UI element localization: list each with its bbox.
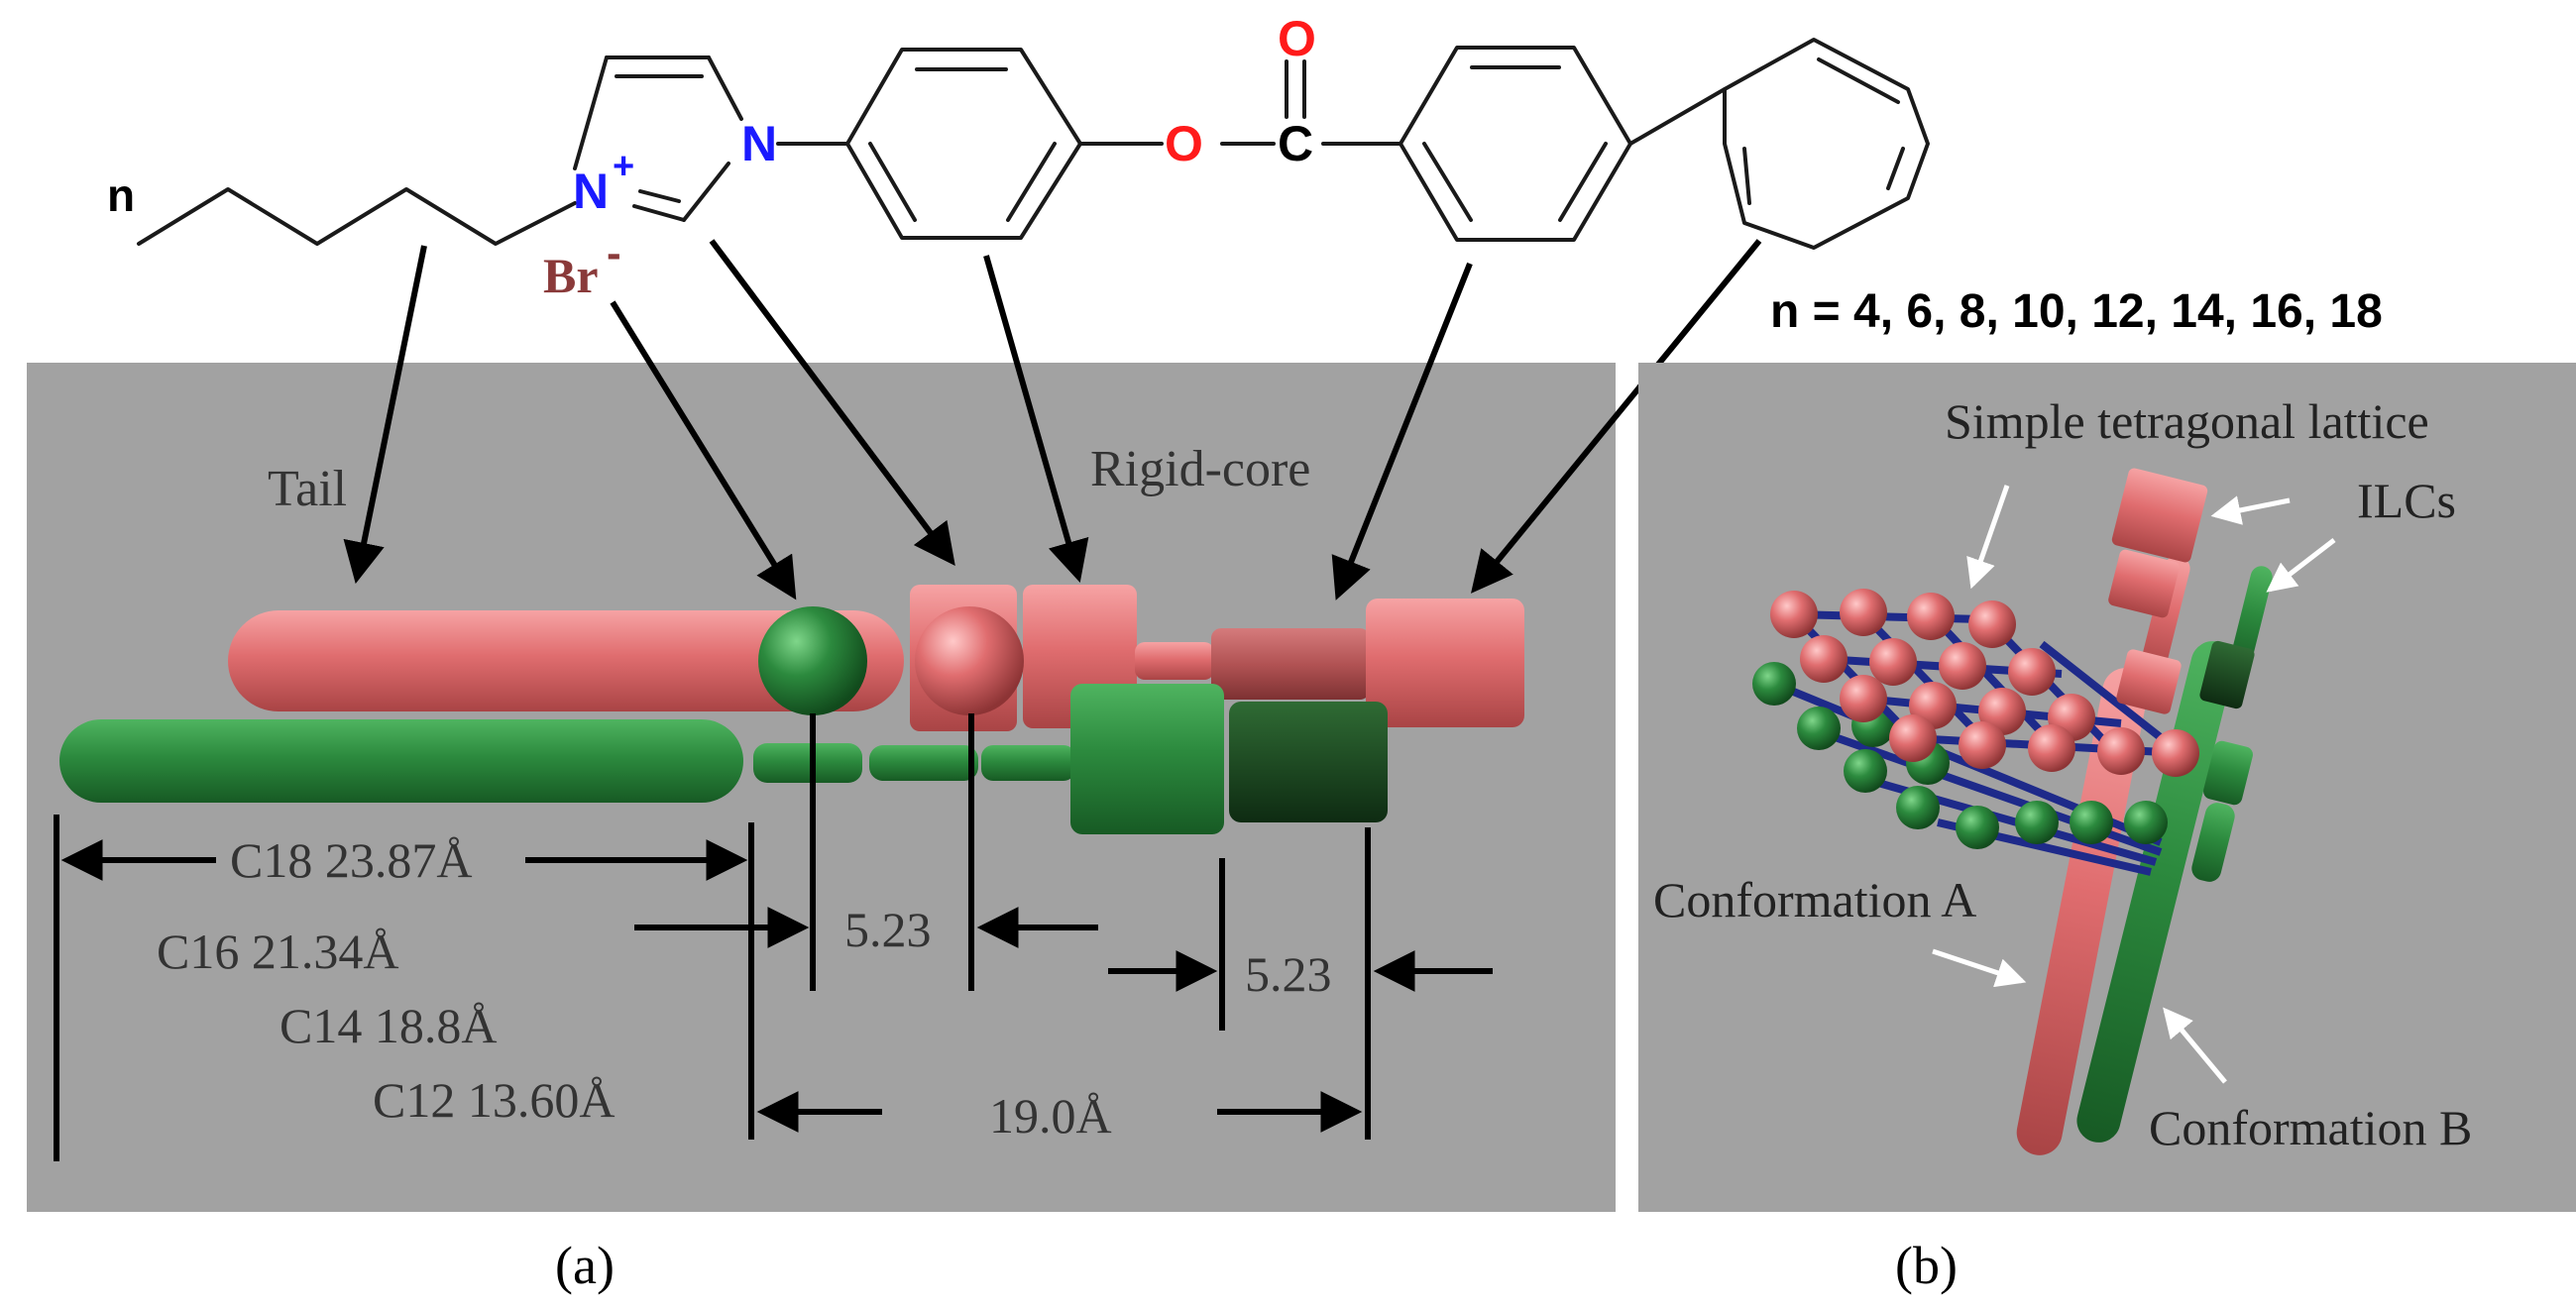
n-values-label: n = 4, 6, 8, 10, 12, 14, 16, 18 (1770, 285, 2383, 338)
dim-core-label: 5.23 (1245, 946, 1332, 1002)
tail-label: Tail (268, 461, 347, 517)
phenyl-ring-1 (845, 48, 1082, 240)
red-tail-cylinder (228, 610, 904, 711)
red-core-block-3 (1366, 599, 1524, 727)
green-ilc-column (2191, 566, 2273, 882)
red-ilc-column (2108, 468, 2208, 714)
bromide-label: Br (543, 248, 599, 303)
dim-c18-label: C18 23.87Å (230, 832, 472, 888)
dim-head-label: 5.23 (844, 902, 932, 957)
chain-length-label: n (107, 169, 135, 221)
imidazolium-ring (573, 55, 743, 222)
conformation-b-label: Conformation B (2149, 1100, 2472, 1155)
dim-c14-label: C14 18.8Å (280, 998, 497, 1053)
caption-b: (b) (1895, 1236, 1958, 1295)
red-linker (1135, 642, 1214, 680)
pointer-arrows (343, 239, 1762, 600)
phenyl-ring-3 (1723, 38, 1930, 250)
dim-c16-label: C16 21.34Å (157, 924, 398, 979)
carbonyl-carbon-label: C (1278, 116, 1313, 171)
green-linker-1 (753, 743, 862, 783)
caption-a: (a) (555, 1236, 615, 1295)
lattice-label: Simple tetragonal lattice (1945, 393, 2429, 449)
carbonyl-oxygen-label: O (1278, 11, 1316, 66)
panel-b-arrows (1932, 485, 2336, 1084)
panel-a-models (59, 585, 1524, 834)
dim-c12-label: C12 13.60Å (373, 1072, 615, 1128)
bromide-charge-sign: - (607, 229, 621, 277)
red-imidazolium-sphere (915, 606, 1024, 715)
green-core-block-2 (1229, 702, 1388, 822)
conformation-a-label: Conformation A (1653, 872, 1976, 927)
n-atom-label: N (741, 116, 777, 171)
ester-oxygen-label: O (1165, 116, 1203, 171)
green-linker-3 (981, 745, 1075, 781)
green-core-block-1 (1070, 684, 1224, 834)
green-tail-cylinder (59, 719, 743, 803)
dim-19-label: 19.0Å (989, 1088, 1112, 1144)
dimension-lines (54, 713, 1493, 1161)
rigid-core-label: Rigid-core (1090, 441, 1310, 497)
phenyl-ring-2 (1399, 46, 1632, 242)
red-core-block-2 (1211, 628, 1370, 700)
panel-b-models (1752, 468, 2273, 1155)
green-linker-2 (869, 745, 978, 781)
green-bromide-sphere (758, 606, 867, 715)
alkyl-chain (137, 187, 577, 246)
positive-charge-sign: + (613, 146, 634, 187)
ilcs-label: ILCs (2357, 473, 2456, 528)
red-lattice-layer (1770, 589, 2199, 777)
chemical-structure (137, 38, 1930, 250)
n-plus-atom-label: N (573, 164, 609, 219)
